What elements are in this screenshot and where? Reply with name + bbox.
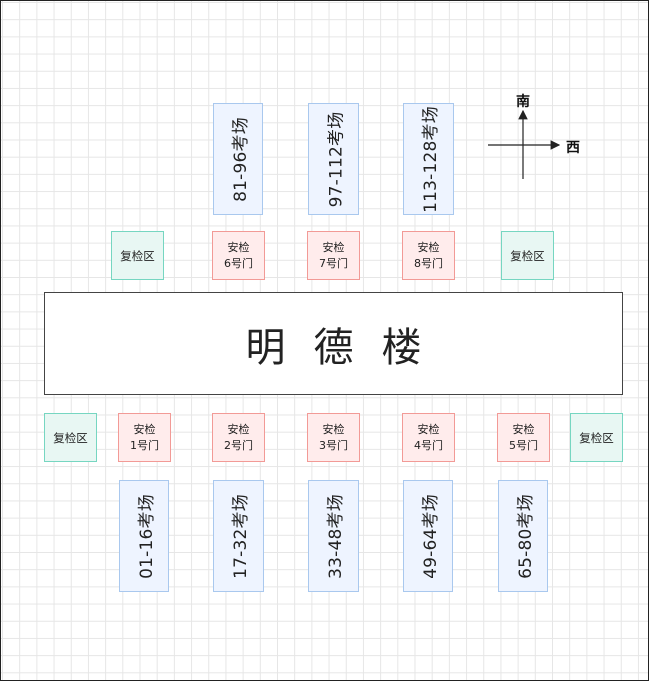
gate-line2: 8号门	[414, 256, 443, 270]
security-gate-2[interactable]: 安检 2号门	[212, 413, 265, 462]
exam-hall-49-64[interactable]: 49-64考场	[403, 480, 453, 592]
exam-hall-17-32[interactable]: 17-32考场	[213, 480, 264, 592]
security-gate-4[interactable]: 安检 4号门	[402, 413, 455, 462]
building-name-char: 明	[245, 324, 286, 371]
compass-north-label: 南	[516, 94, 530, 110]
gate-line2: 5号门	[509, 438, 538, 452]
exam-hall-label: 49-64考场	[420, 493, 441, 579]
exam-hall-81-96[interactable]: 81-96考场	[213, 103, 263, 215]
compass-east-label: 西	[566, 140, 580, 156]
building-name-char: 德	[313, 324, 354, 371]
exam-hall-label: 01-16考场	[136, 493, 157, 579]
gate-line2: 4号门	[414, 438, 443, 452]
building-name-char: 楼	[381, 324, 422, 371]
recheck-label: 复检区	[53, 430, 88, 445]
recheck-area-bottom-right[interactable]: 复检区	[570, 413, 623, 462]
security-gate-6[interactable]: 安检 6号门	[212, 231, 265, 280]
exam-hall-label: 81-96考场	[230, 116, 251, 202]
exam-hall-01-16[interactable]: 01-16考场	[119, 480, 169, 592]
recheck-label: 复检区	[510, 248, 545, 263]
gate-line1: 安检	[417, 422, 440, 436]
exam-hall-113-128[interactable]: 113-128考场	[403, 103, 454, 215]
exam-hall-97-112[interactable]: 97-112考场	[308, 103, 359, 215]
gate-line2: 2号门	[224, 438, 253, 452]
exam-hall-33-48[interactable]: 33-48考场	[308, 480, 359, 592]
security-gate-8[interactable]: 安检 8号门	[402, 231, 455, 280]
exam-hall-label: 65-80考场	[515, 493, 536, 579]
recheck-area-bottom-left[interactable]: 复检区	[44, 413, 97, 462]
exam-hall-label: 113-128考场	[421, 105, 441, 213]
gate-line2: 6号门	[224, 256, 253, 270]
exam-hall-label: 97-112考场	[326, 111, 347, 207]
gate-line1: 安检	[512, 422, 535, 436]
recheck-area-top-right[interactable]: 复检区	[501, 231, 554, 280]
compass: 南 西	[487, 91, 597, 191]
security-gate-1[interactable]: 安检 1号门	[118, 413, 171, 462]
building-mingde[interactable]: 明 德 楼	[44, 292, 623, 395]
gate-line1: 安检	[227, 240, 250, 254]
exam-hall-label: 33-48考场	[326, 493, 346, 579]
recheck-label: 复检区	[120, 248, 155, 263]
security-gate-5[interactable]: 安检 5号门	[497, 413, 550, 462]
security-gate-7[interactable]: 安检 7号门	[307, 231, 360, 280]
gate-line1: 安检	[322, 240, 345, 254]
exam-hall-65-80[interactable]: 65-80考场	[498, 480, 548, 592]
gate-line1: 安检	[322, 422, 345, 436]
gate-line2: 1号门	[130, 438, 159, 452]
exam-hall-label: 17-32考场	[231, 493, 251, 579]
gate-line1: 安检	[133, 422, 156, 436]
recheck-area-top-left[interactable]: 复检区	[111, 231, 164, 280]
gate-line2: 7号门	[319, 256, 348, 270]
security-gate-3[interactable]: 安检 3号门	[307, 413, 360, 462]
compass-arrows-icon	[488, 109, 561, 179]
gate-line1: 安检	[227, 422, 250, 436]
gate-line2: 3号门	[319, 438, 348, 452]
gate-line1: 安检	[417, 240, 440, 254]
recheck-label: 复检区	[579, 430, 614, 445]
